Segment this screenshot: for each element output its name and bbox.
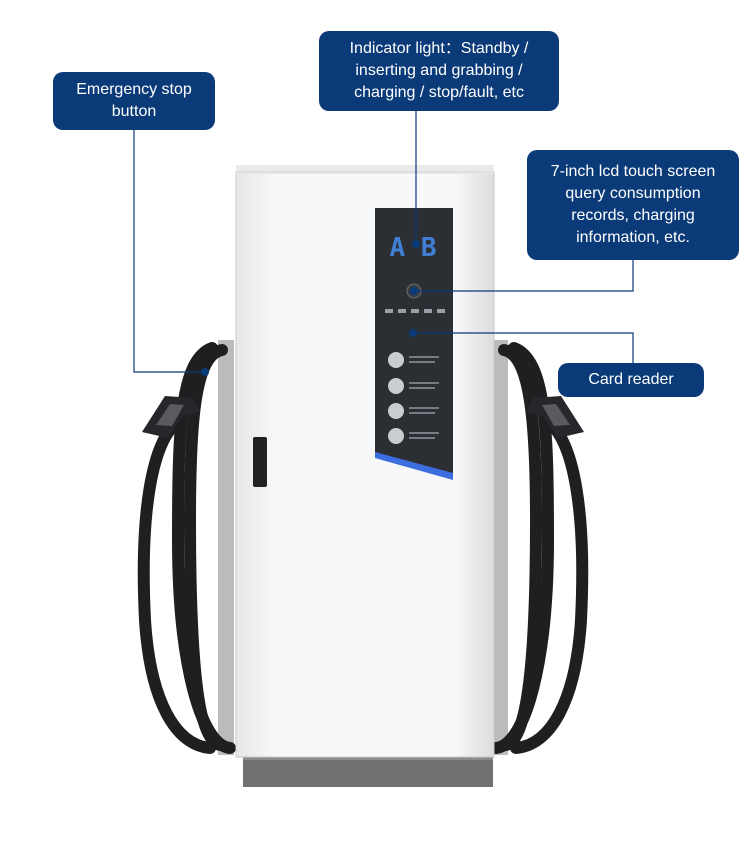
leader-lines: [133, 111, 634, 381]
indicator-display: A B: [390, 233, 437, 263]
indicator-light-callout: Indicator light：Standby / inserting and …: [319, 31, 559, 111]
right-cable: [490, 342, 589, 754]
panel-accent-stripe: [375, 452, 453, 480]
card-reader-callout: Card reader: [558, 363, 704, 397]
cabinet-base: [243, 755, 493, 787]
emergency-stop-callout: Emergency stop button: [53, 72, 215, 130]
lcd-screen-callout: 7-inch lcd touch screen query consumptio…: [527, 150, 739, 260]
cabinet-top: [236, 165, 494, 174]
card-dot: [409, 329, 417, 337]
leader-estop: [133, 130, 205, 373]
cabinet-body: [235, 171, 495, 758]
estop-dot: [201, 368, 209, 376]
button-row: [385, 309, 445, 313]
left-post: [218, 340, 234, 755]
instruction-icons: [388, 352, 439, 444]
right-post: [492, 340, 508, 755]
screen-dot: [410, 287, 418, 295]
left-connector-grip: [156, 404, 184, 426]
right-connector-grip: [542, 404, 570, 426]
indicator-dot: [412, 240, 420, 248]
instruction-icon: [388, 378, 404, 394]
instruction-icon: [388, 428, 404, 444]
instruction-icon: [388, 352, 404, 368]
door-handle: [253, 437, 267, 487]
leader-screen: [414, 260, 634, 292]
instruction-icon: [388, 403, 404, 419]
